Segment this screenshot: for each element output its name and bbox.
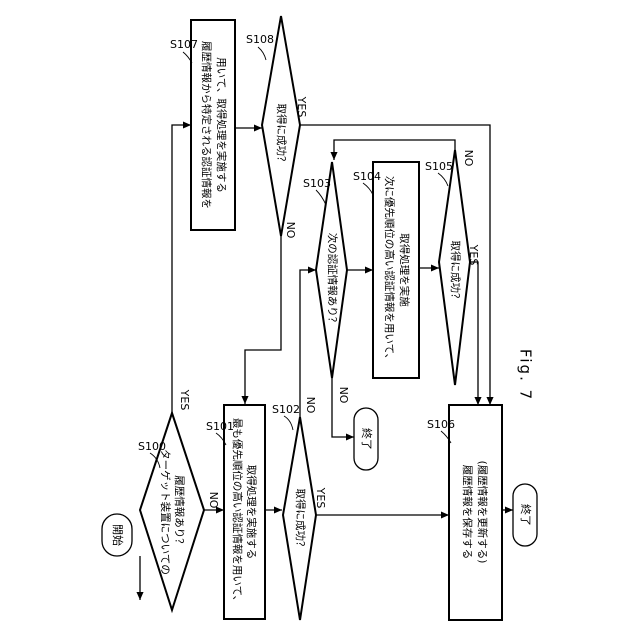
s101-id: S101 [206,420,234,433]
s106-line-2: (履歴情報を更新する) [476,461,489,564]
s101-line-2: 取得処理を実施する [245,465,258,560]
s104-line-1: 次に優先順位の高い認証情報を用いて、 [383,176,396,364]
s103-line-1: 次の認証情報あり？ [326,233,339,328]
s100-yes-label: YES [178,389,191,411]
end-terminal-b: 終了 [513,484,537,546]
s100-line-2: 履歴情報あり？ [173,475,186,549]
end-terminal-a: 終了 [354,408,378,470]
edge-s105-no [334,140,455,160]
s102-line-1: 取得に成功？ [294,489,306,552]
s108-yes-label: YES [295,96,308,118]
s105-no-label: NO [462,150,475,167]
edge-s108-no [245,236,281,404]
s107-line-2: 用いて、取得処理を実施する [215,57,228,193]
end-b-text: 終了 [519,504,533,526]
s100-id: S100 [138,440,166,453]
process-s106: 履歴情報を保存する (履歴情報を更新する) S106 [427,405,502,620]
s106-line-1: 履歴情報を保存する [461,465,474,560]
s107-line-1: 履歴情報から特定される認証情報を [200,41,213,209]
s100-no-label: NO [207,492,220,509]
end-a-text: 終了 [360,428,374,450]
figure-label: Fig. 7 [517,349,535,401]
s102-id: S102 [272,403,300,416]
s104-id: S104 [353,170,381,183]
s105-yes-label: YES [467,244,480,266]
s103-id: S103 [303,177,331,190]
decision-s100: ターゲット装置についての 履歴情報あり？ S100 [138,413,204,610]
start-terminal: 開始 [102,514,132,556]
s100-line-1: ターゲット装置についての [159,449,172,575]
edge-s102-no [300,270,316,417]
s108-no-label: NO [284,222,297,239]
s102-no-label: NO [304,397,317,414]
s108-id: S108 [246,33,274,46]
decision-s108: 取得に成功？ S108 [246,16,300,236]
s105-line-1: 取得に成功？ [449,241,461,304]
s103-no-label: NO [337,387,350,404]
s104-line-2: 取得処理を実施 [398,233,411,307]
s107-id: S107 [170,38,198,51]
s106-id: S106 [427,418,455,431]
process-s101: 最も優先順位の高い認証情報を用いて、 取得処理を実施する S101 [206,405,265,619]
edge-s105-yes [470,262,478,405]
s108-line-1: 取得に成功？ [275,104,287,167]
s102-yes-label: YES [314,487,327,509]
decision-s102: 取得に成功？ S102 [272,403,316,620]
s105-id: S105 [425,160,453,173]
start-text: 開始 [111,524,125,546]
s101-line-1: 最も優先順位の高い認証情報を用いて、 [231,418,244,606]
